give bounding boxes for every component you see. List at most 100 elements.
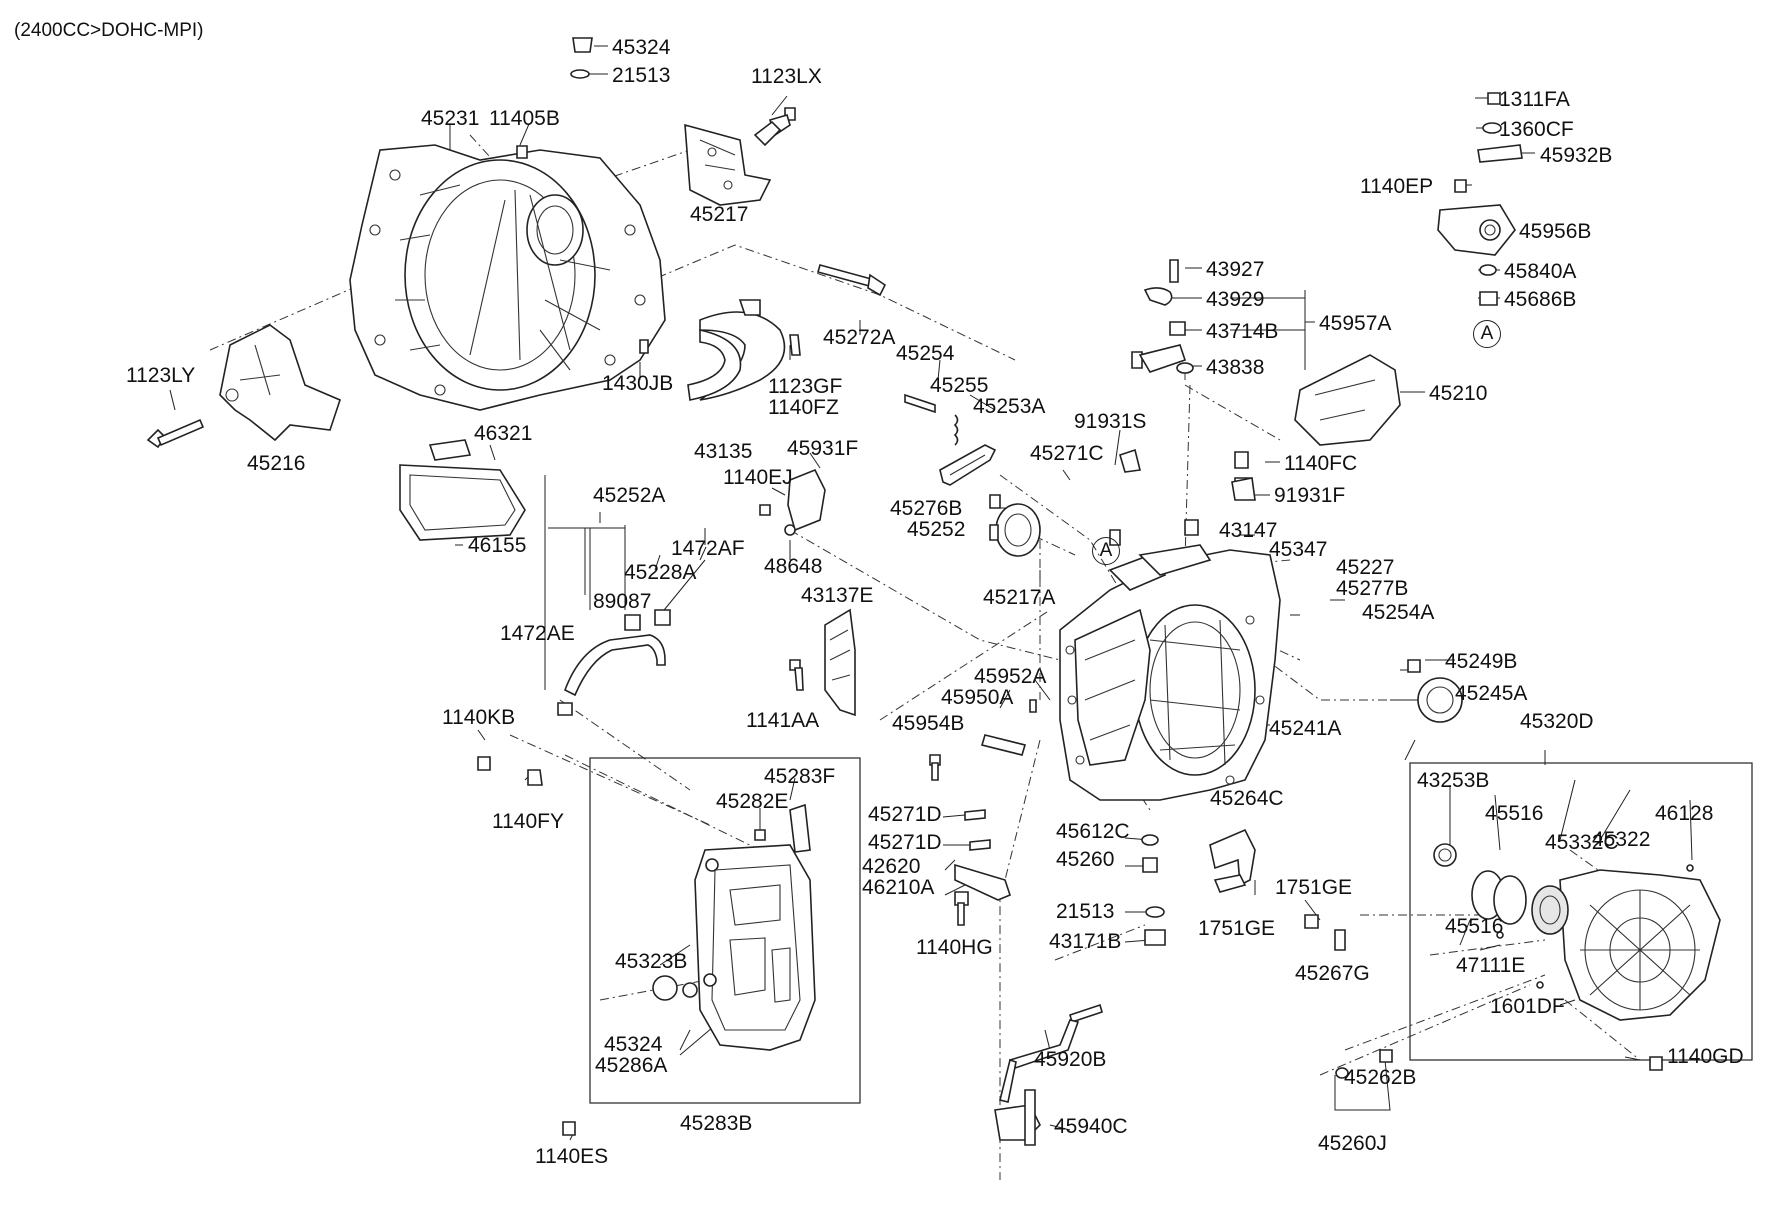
part-label-45686B[interactable]: 45686B xyxy=(1504,288,1577,311)
part-label-45252A[interactable]: 45252A xyxy=(593,484,666,507)
part-label-1123GF[interactable]: 1123GF xyxy=(768,375,843,398)
part-label-45283F[interactable]: 45283F xyxy=(764,765,836,788)
part-label-1751GE-b[interactable]: 1751GE xyxy=(1198,917,1276,940)
part-label-45264C[interactable]: 45264C xyxy=(1210,787,1284,810)
part-label-45322[interactable]: 45322 xyxy=(1592,828,1651,851)
part-label-45956B[interactable]: 45956B xyxy=(1519,220,1592,243)
part-label-43147[interactable]: 43147 xyxy=(1219,519,1278,542)
part-label-45217[interactable]: 45217 xyxy=(690,203,749,226)
cover-45320D-box xyxy=(1409,762,1753,1061)
bolts-left xyxy=(477,756,576,1136)
part-label-46210A[interactable]: 46210A xyxy=(862,876,935,899)
part-label-1123LX[interactable]: 1123LX xyxy=(751,65,822,88)
part-label-45260J[interactable]: 45260J xyxy=(1318,1132,1387,1155)
part-label-45276B[interactable]: 45276B xyxy=(890,497,963,520)
part-label-43929[interactable]: 43929 xyxy=(1206,288,1265,311)
part-label-45272A[interactable]: 45272A xyxy=(823,326,896,349)
part-label-1141AA[interactable]: 1141AA xyxy=(746,709,820,732)
part-label-45952A[interactable]: 45952A xyxy=(974,665,1047,688)
part-label-21513[interactable]: 21513 xyxy=(612,64,671,87)
part-label-45516-a[interactable]: 45516 xyxy=(1485,802,1544,825)
rod-45272A xyxy=(817,264,887,297)
part-label-45217A[interactable]: 45217A xyxy=(983,586,1056,609)
part-label-45954B[interactable]: 45954B xyxy=(892,712,965,735)
part-label-45216[interactable]: 45216 xyxy=(247,452,306,475)
part-label-89087[interactable]: 89087 xyxy=(593,590,652,613)
part-label-43714B[interactable]: 43714B xyxy=(1206,320,1279,343)
brackets-91931 xyxy=(1119,448,1256,501)
part-label-1123LY[interactable]: 1123LY xyxy=(126,364,196,387)
part-label-45210[interactable]: 45210 xyxy=(1429,382,1488,405)
part-label-45957A[interactable]: 45957A xyxy=(1319,312,1392,335)
part-label-45271C[interactable]: 45271C xyxy=(1030,442,1104,465)
part-label-45347[interactable]: 45347 xyxy=(1269,538,1328,561)
part-label-45271D-a[interactable]: 45271D xyxy=(868,803,942,826)
part-label-46155[interactable]: 46155 xyxy=(468,534,527,557)
part-label-45932B[interactable]: 45932B xyxy=(1540,144,1613,167)
part-label-1472AE[interactable]: 1472AE xyxy=(500,622,575,645)
part-label-45840A[interactable]: 45840A xyxy=(1504,260,1577,283)
part-label-11405B[interactable]: 11405B xyxy=(489,107,560,130)
part-label-45254A[interactable]: 45254A xyxy=(1362,601,1435,624)
part-label-43927[interactable]: 43927 xyxy=(1206,258,1265,281)
part-label-45277B[interactable]: 45277B xyxy=(1336,577,1409,600)
part-label-21513-mid[interactable]: 21513 xyxy=(1056,900,1115,923)
part-label-48648[interactable]: 48648 xyxy=(764,555,823,578)
part-label-1430JB[interactable]: 1430JB xyxy=(602,372,674,395)
part-label-45940C[interactable]: 45940C xyxy=(1054,1115,1128,1138)
part-label-45262B[interactable]: 45262B xyxy=(1344,1066,1417,1089)
part-label-45245A[interactable]: 45245A xyxy=(1455,682,1528,705)
part-label-45255[interactable]: 45255 xyxy=(930,374,989,397)
part-label-1751GE-a[interactable]: 1751GE xyxy=(1275,876,1353,899)
part-label-45254[interactable]: 45254 xyxy=(896,342,955,365)
part-label-45260[interactable]: 45260 xyxy=(1056,848,1115,871)
part-label-1140GD[interactable]: 1140GD xyxy=(1667,1045,1744,1068)
part-label-1360CF[interactable]: 1360CF xyxy=(1499,118,1574,141)
part-label-46321[interactable]: 46321 xyxy=(474,422,533,445)
part-label-1311FA[interactable]: 1311FA xyxy=(1499,88,1570,111)
part-label-43838[interactable]: 43838 xyxy=(1206,356,1265,379)
part-label-45324[interactable]: 45324 xyxy=(612,36,671,59)
part-label-45332C[interactable]: 45332C xyxy=(1545,831,1619,854)
part-label-45320D[interactable]: 45320D xyxy=(1520,710,1594,733)
part-label-91931S[interactable]: 91931S xyxy=(1074,410,1147,433)
part-label-1140FY[interactable]: 1140FY xyxy=(492,810,564,833)
part-label-45516-b[interactable]: 45516 xyxy=(1445,915,1504,938)
part-label-45231[interactable]: 45231 xyxy=(421,107,480,130)
part-label-46128[interactable]: 46128 xyxy=(1655,802,1714,825)
part-label-43253B[interactable]: 43253B xyxy=(1417,769,1490,792)
part-label-45920B[interactable]: 45920B xyxy=(1034,1048,1107,1071)
part-label-45323B[interactable]: 45323B xyxy=(615,950,688,973)
part-label-45249B[interactable]: 45249B xyxy=(1445,650,1518,673)
part-label-1140EJ[interactable]: 1140EJ xyxy=(723,466,793,489)
part-label-45227[interactable]: 45227 xyxy=(1336,556,1395,579)
part-label-45286A[interactable]: 45286A xyxy=(595,1054,668,1077)
part-label-45253A[interactable]: 45253A xyxy=(973,395,1046,418)
part-label-43171B[interactable]: 43171B xyxy=(1049,930,1122,953)
part-label-1140HG[interactable]: 1140HG xyxy=(916,936,993,959)
part-label-47111E[interactable]: 47111E xyxy=(1456,954,1526,977)
part-label-1140EP[interactable]: 1140EP xyxy=(1360,175,1434,198)
part-label-1140FC[interactable]: 1140FC xyxy=(1284,452,1358,475)
part-label-1140FZ[interactable]: 1140FZ xyxy=(768,396,839,419)
part-label-45282E[interactable]: 45282E xyxy=(716,790,789,813)
part-label-45241A[interactable]: 45241A xyxy=(1269,717,1342,740)
part-label-42620[interactable]: 42620 xyxy=(862,855,921,878)
part-label-45271D-b[interactable]: 45271D xyxy=(868,831,942,854)
drain-stack xyxy=(1141,834,1166,946)
part-label-1601DF[interactable]: 1601DF xyxy=(1490,995,1565,1018)
part-label-1140KB[interactable]: 1140KB xyxy=(442,706,516,729)
part-label-91931F[interactable]: 91931F xyxy=(1274,484,1346,507)
part-label-45950A[interactable]: 45950A xyxy=(941,686,1014,709)
part-label-1472AF[interactable]: 1472AF xyxy=(671,537,745,560)
part-label-45931F[interactable]: 45931F xyxy=(787,437,859,460)
part-label-43135[interactable]: 43135 xyxy=(694,440,753,463)
part-label-43137E[interactable]: 43137E xyxy=(801,584,874,607)
part-label-45324-low[interactable]: 45324 xyxy=(604,1033,663,1056)
part-label-45283B[interactable]: 45283B xyxy=(680,1112,753,1135)
part-label-1140ES[interactable]: 1140ES xyxy=(535,1145,609,1168)
part-label-45228A[interactable]: 45228A xyxy=(624,561,697,584)
part-label-45612C[interactable]: 45612C xyxy=(1056,820,1130,843)
part-label-45267G[interactable]: 45267G xyxy=(1295,962,1370,985)
part-label-45252[interactable]: 45252 xyxy=(907,518,966,541)
